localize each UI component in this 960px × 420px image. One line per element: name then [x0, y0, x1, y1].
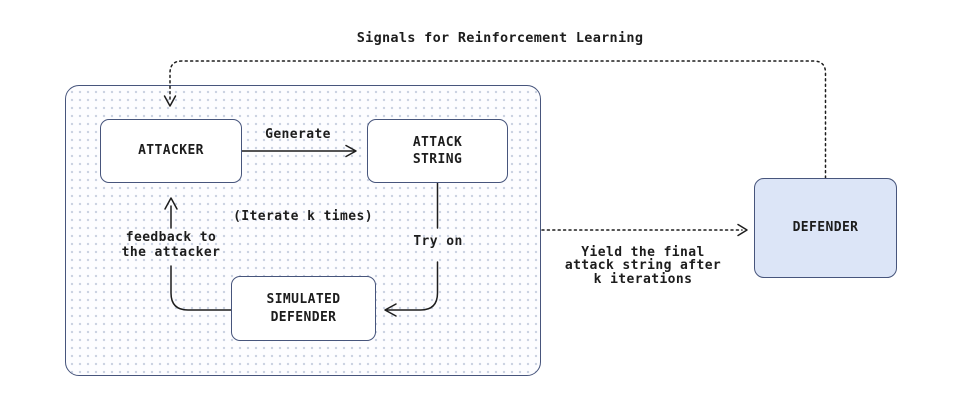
- edge-label-try-on: Try on: [413, 234, 463, 249]
- node-attacker: ATTACKER: [100, 119, 242, 183]
- node-attack-string: ATTACK STRING: [367, 119, 508, 183]
- edge-yield-arrowhead: [737, 223, 748, 237]
- node-simulated-defender: SIMULATED DEFENDER: [231, 276, 376, 341]
- diagram-title: Signals for Reinforcement Learning: [356, 30, 644, 46]
- edge-label-iterate-k-times: (Iterate k times): [233, 209, 373, 224]
- node-defender-label: DEFENDER: [792, 220, 859, 236]
- node-attack-string-label: ATTACK STRING: [412, 134, 463, 167]
- edge-label-generate: Generate: [265, 127, 331, 142]
- edge-label-yield-final: Yield the final attack string after k it…: [564, 245, 722, 287]
- edge-label-feedback: feedback to the attacker: [121, 230, 221, 260]
- node-attacker-label: ATTACKER: [138, 143, 204, 159]
- node-defender: DEFENDER: [754, 178, 897, 278]
- node-simulated-defender-label: SIMULATED DEFENDER: [266, 292, 341, 325]
